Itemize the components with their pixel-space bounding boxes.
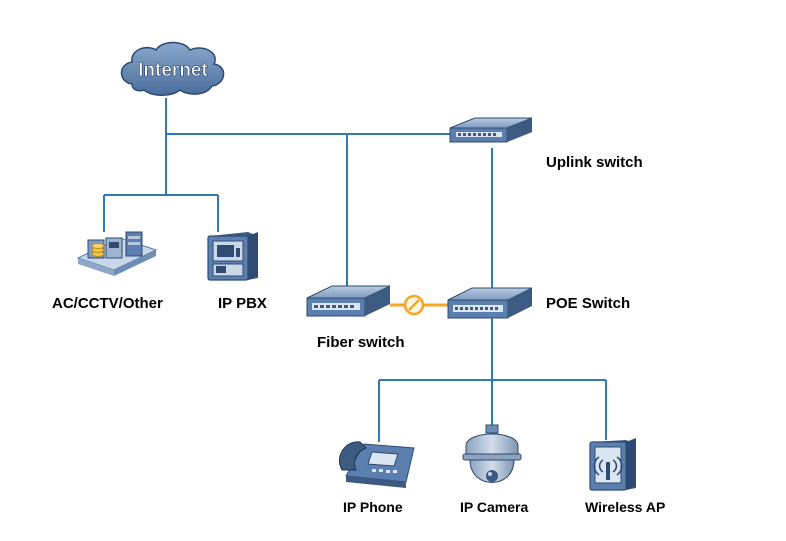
fiber-link	[390, 294, 448, 316]
ip-phone-icon	[338, 441, 415, 488]
ip-camera-icon	[462, 424, 522, 483]
uplink-switch-label: Uplink switch	[546, 154, 643, 171]
internet-cloud-icon	[120, 41, 225, 96]
ac-cctv-other-label: AC/CCTV/Other	[52, 295, 163, 312]
uplink-switch-icon	[449, 117, 533, 143]
network-links	[103, 98, 607, 442]
poe-switch-icon	[447, 287, 533, 319]
internet-label: Internet	[138, 60, 208, 81]
ip-pbx-icon	[207, 232, 258, 281]
ip-camera-label: IP Camera	[460, 499, 529, 515]
ip-pbx-label: IP PBX	[218, 295, 267, 312]
fiber-switch-icon	[306, 285, 391, 317]
wireless-ap-label: Wireless AP	[585, 499, 666, 515]
fiber-switch-label: Fiber switch	[317, 334, 405, 351]
poe-switch-label: POE Switch	[546, 295, 631, 312]
ac-cctv-other-icon	[76, 231, 158, 276]
ip-phone-label: IP Phone	[343, 499, 403, 515]
wireless-ap-icon	[589, 438, 636, 491]
